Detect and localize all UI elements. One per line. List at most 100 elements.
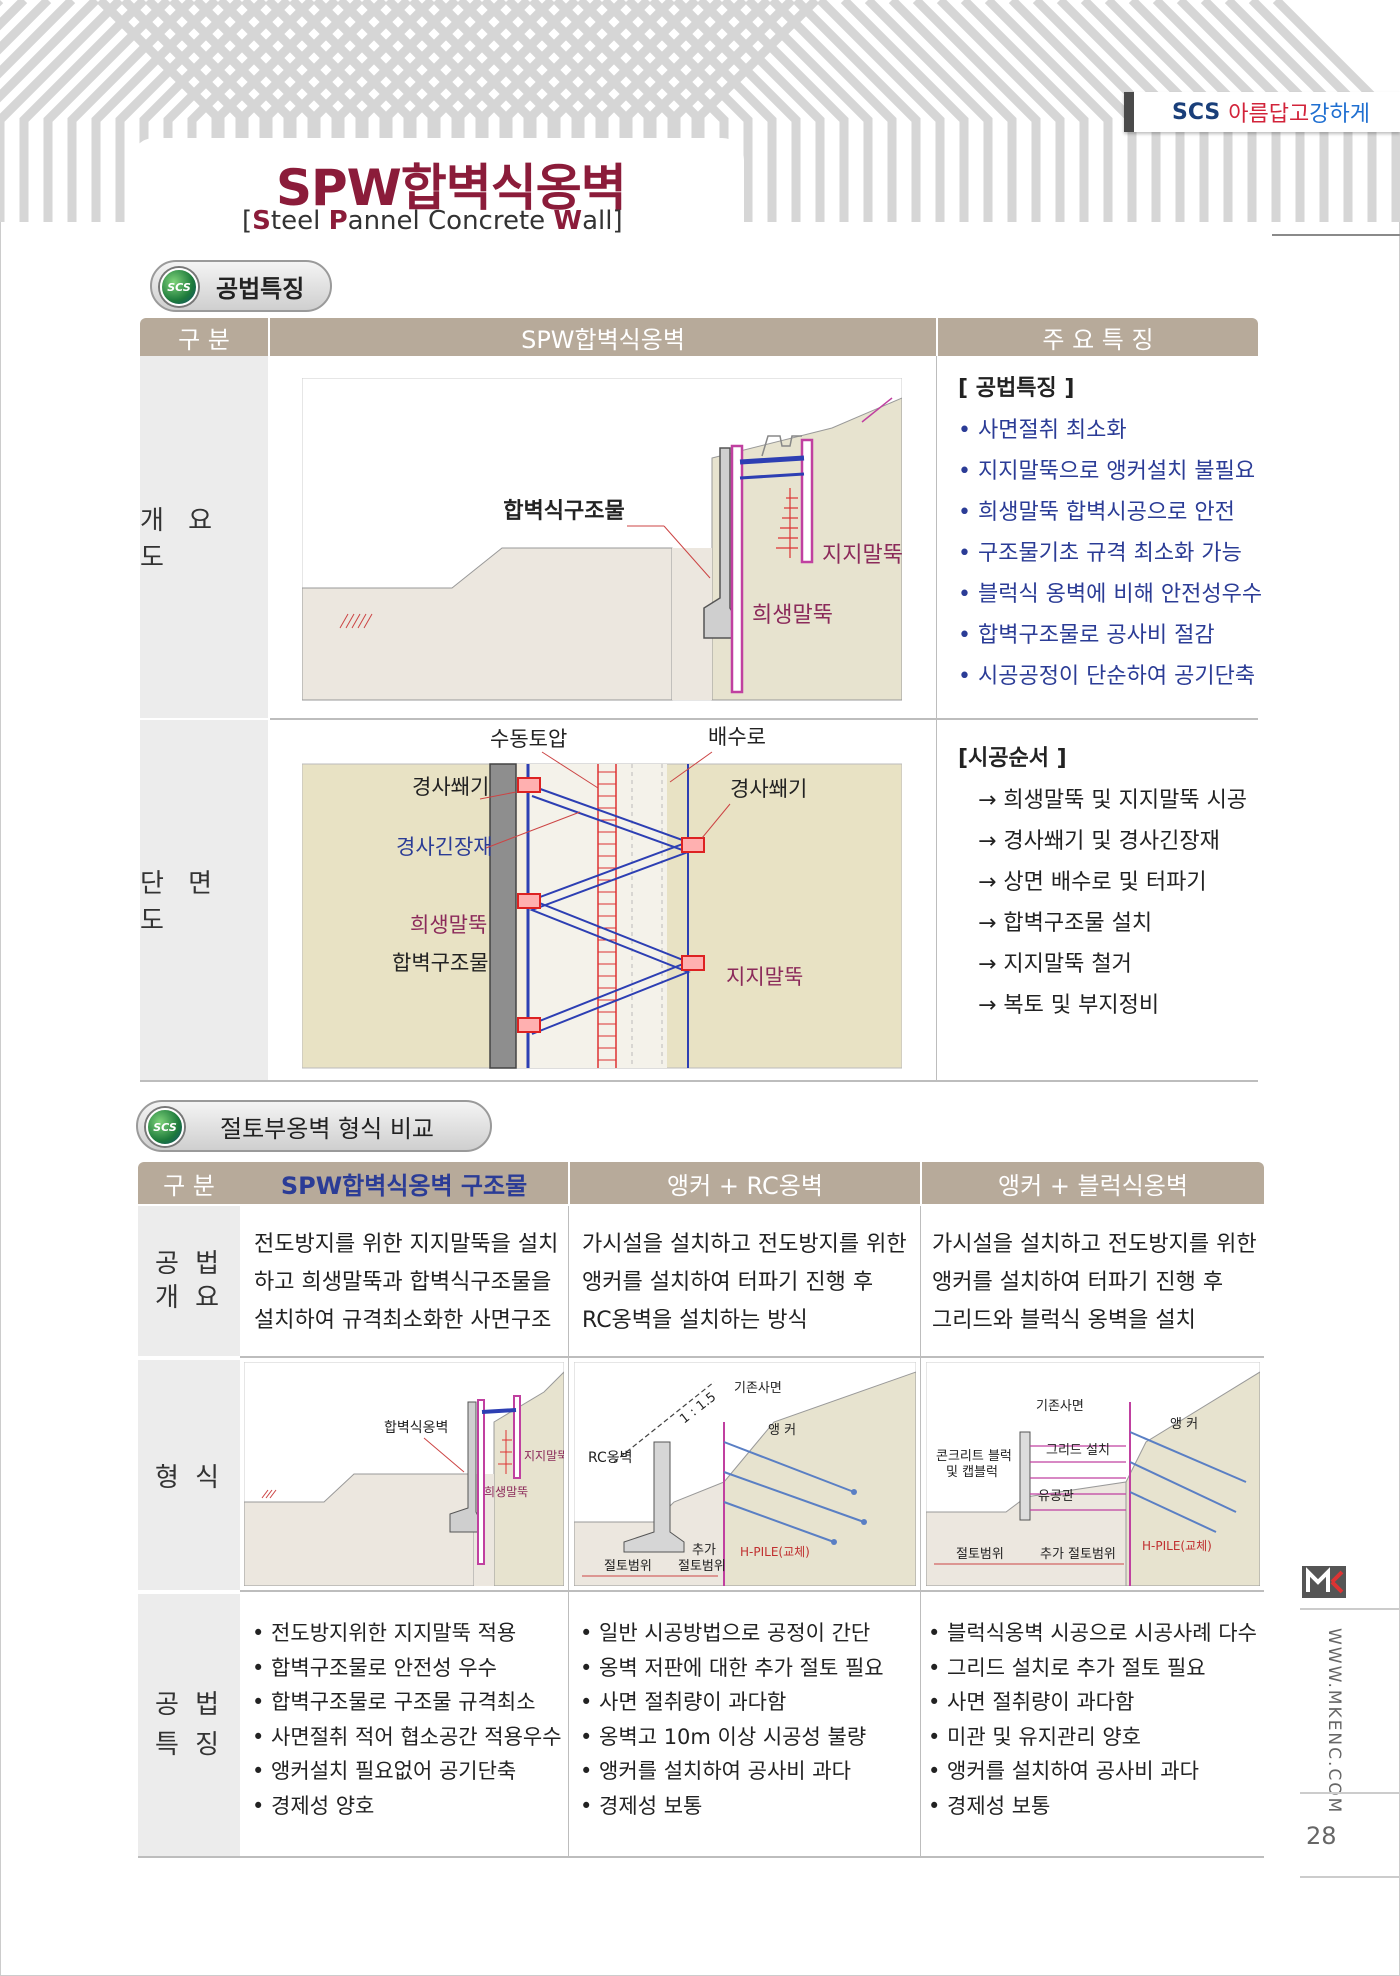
sequence-item: → 합벽구조물 설치 [978, 911, 1153, 936]
label-structure: 합벽식구조물 [503, 498, 624, 524]
label-rc-extra: 추가 [692, 1543, 716, 1558]
feature-item: • 블럭식 옹벽에 비해 안전성우수 [958, 582, 1263, 607]
page-title: SPW합벽식옹벽 [276, 159, 627, 217]
scs-logo-icon: SCS [160, 268, 198, 306]
table2-header-spw: SPW합벽식옹벽 구조물 [280, 1171, 528, 1200]
row-divider [240, 1356, 1264, 1358]
row-divider [240, 1590, 1264, 1592]
features-rc: • 일반 시공방법으로 공정이 간단• 옹벽 저판에 대한 추가 절토 필요• … [580, 1621, 884, 1818]
label-wall-structure: 합벽구조물 [392, 951, 489, 975]
row-label-method-features: 공 법 특 징 [138, 1594, 240, 1856]
feature-item: • 합벽구조물로 공사비 절감 [958, 623, 1215, 648]
table2-header-rc: 앵커 + RC옹벽 [568, 1162, 920, 1204]
label-drain: 배수로 [708, 725, 766, 749]
row-divider [138, 1856, 1264, 1858]
page-subtitle: [Steel Pannel Concrete Wall] [242, 206, 623, 236]
column-divider [936, 356, 937, 1080]
sequence-list: [시공순서 ] → 희생말뚝 및 지지말뚝 시공 → 경사쐐기 및 경사긴장재 … [958, 740, 1247, 1026]
label-rc-wall: RC옹벽 [588, 1450, 633, 1466]
form-diagram-spw: 합벽식옹벽 지지말뚝 희생말뚝 [244, 1362, 564, 1586]
section-pill-features: SCS 공법특징 [150, 260, 332, 312]
form-diagram-rc: 기존사면 1 : 1.5 앵 커 RC옹벽 추가 절토범위 절토범위 H-PIL… [574, 1362, 916, 1586]
label-passive-pressure: 수동토압 [490, 727, 567, 751]
feature-item: • 지지말뚝으로 앵커설치 불필요 [958, 459, 1256, 484]
label-block-drain: 유공관 [1038, 1489, 1074, 1504]
label-support-pile: 지지말뚝 [822, 543, 902, 568]
company-logo-icon [1302, 1566, 1346, 1598]
column-divider [568, 1206, 569, 1856]
table1-header-features: 주 요 특 징 [936, 318, 1258, 356]
label-block-extra-range: 추가 절토범위 [1040, 1547, 1116, 1562]
row-divider [270, 718, 1258, 720]
section-pill-comparison: SCS 절토부옹벽 형식 비교 [136, 1100, 492, 1152]
features-spw: • 전도방지위한 지지말뚝 적용• 합벽구조물로 안전성 우수• 합벽구조물로 … [252, 1621, 562, 1818]
features-list: [ 공법특징 ] • 사면절취 최소화 • 지지말뚝으로 앵커설치 불필요 • … [958, 370, 1262, 697]
table1-header-spw: SPW합벽식옹벽 [268, 318, 936, 356]
table2-header-block: 앵커 + 블럭식옹벽 [920, 1162, 1264, 1204]
table1-header: 구 분 SPW합벽식옹벽 주 요 특 징 [140, 318, 1258, 356]
row-divider [140, 1080, 1258, 1082]
label-block-hpile: H-PILE(교체) [1142, 1539, 1212, 1553]
label-sacrificial-pile: 희생말뚝 [752, 603, 833, 628]
label-support: 지지말뚝 [726, 965, 803, 989]
label-sacrificial: 희생말뚝 [410, 913, 487, 937]
sequence-item: → 경사쐐기 및 경사긴장재 [978, 829, 1220, 854]
brand-tab: SCS 아름답고 강하게 [1124, 92, 1400, 132]
brand-scs: SCS [1172, 99, 1221, 125]
row-label-overview: 개 요 도 [140, 356, 268, 718]
overview-diagram: 합벽식구조물 지지말뚝 희생말뚝 [302, 378, 902, 701]
row-label-section: 단 면 도 [140, 720, 268, 1080]
sequence-heading: [시공순서 ] [958, 746, 1067, 771]
side-divider [1300, 1608, 1400, 1610]
label-block-range: 절토범위 [956, 1547, 1004, 1562]
label-block-cap: 및 캡블럭 [946, 1465, 998, 1480]
label-wedge-left: 경사쐐기 [412, 775, 489, 799]
label-rc-anchor: 앵 커 [768, 1423, 796, 1438]
page-number: 28 [1306, 1822, 1337, 1850]
column-divider [920, 1206, 921, 1856]
label-block-anchor: 앵 커 [1170, 1417, 1198, 1432]
feature-item: • 희생말뚝 합벽시공으로 안전 [958, 500, 1235, 525]
feature-item: • 구조물기초 규격 최소화 가능 [958, 541, 1242, 566]
side-divider [1300, 1876, 1400, 1878]
row-label-form: 형 식 [138, 1360, 240, 1590]
section-pill-label: 공법특징 [216, 274, 305, 303]
label-spw-wall: 합벽식옹벽 [384, 1420, 448, 1436]
label-rc-range: 절토범위 [604, 1559, 652, 1574]
table1-header-category: 구 분 [178, 325, 230, 354]
sequence-item: → 복토 및 부지정비 [978, 993, 1160, 1018]
section-pill-label: 절토부옹벽 형식 비교 [220, 1114, 434, 1143]
section-diagram: 수동토압 배수로 경사쐐기 경사쐐기 경사긴장재 희생말뚝 합벽구조물 지지말뚝 [302, 725, 902, 1069]
label-spw-sacrificial: 희생말뚝 [484, 1485, 528, 1499]
label-rc-hpile: H-PILE(교체) [740, 1545, 810, 1559]
brand-strong: 강하게 [1309, 102, 1370, 127]
label-block-concrete: 콘크리트 블럭 [936, 1449, 1012, 1464]
label-block-grid: 그리드 설치 [1046, 1443, 1110, 1458]
features-heading: [ 공법특징 ] [958, 376, 1075, 401]
label-wedge-right: 경사쐐기 [730, 777, 807, 801]
label-block-existing: 기존사면 [1036, 1399, 1084, 1414]
website-url: WWW.MKENC.COM [1324, 1628, 1344, 1815]
brand-divider [1272, 234, 1400, 236]
feature-item: • 사면절취 최소화 [958, 418, 1127, 443]
label-spw-support: 지지말뚝 [524, 1449, 564, 1463]
row-label-method-overview: 공 법 개 요 [138, 1206, 240, 1356]
form-diagram-block: 기존사면 앵 커 콘크리트 블럭 및 캡블럭 그리드 설치 유공관 절토범위 추… [926, 1362, 1260, 1586]
features-block: • 블럭식옹벽 시공으로 시공사례 다수• 그리드 설치로 추가 절토 필요• … [928, 1621, 1257, 1818]
title-tab [132, 138, 744, 238]
side-divider [1300, 1792, 1400, 1794]
sequence-item: → 상면 배수로 및 터파기 [978, 870, 1207, 895]
scs-logo-icon: SCS [146, 1108, 184, 1146]
feature-item: • 시공공정이 단순하여 공기단축 [958, 664, 1256, 689]
brand-beautiful: 아름답고 [1228, 102, 1310, 127]
sequence-item: → 지지말뚝 철거 [978, 952, 1132, 977]
sequence-item: → 희생말뚝 및 지지말뚝 시공 [978, 788, 1248, 813]
table2-header-category: 구 분 [163, 1171, 215, 1200]
label-tension: 경사긴장재 [396, 835, 493, 859]
label-rc-range2: 절토범위 [678, 1559, 726, 1574]
table2-header: 구 분 SPW합벽식옹벽 구조물 앵커 + RC옹벽 앵커 + 블럭식옹벽 [138, 1162, 1264, 1204]
label-rc-existing: 기존사면 [734, 1381, 782, 1396]
